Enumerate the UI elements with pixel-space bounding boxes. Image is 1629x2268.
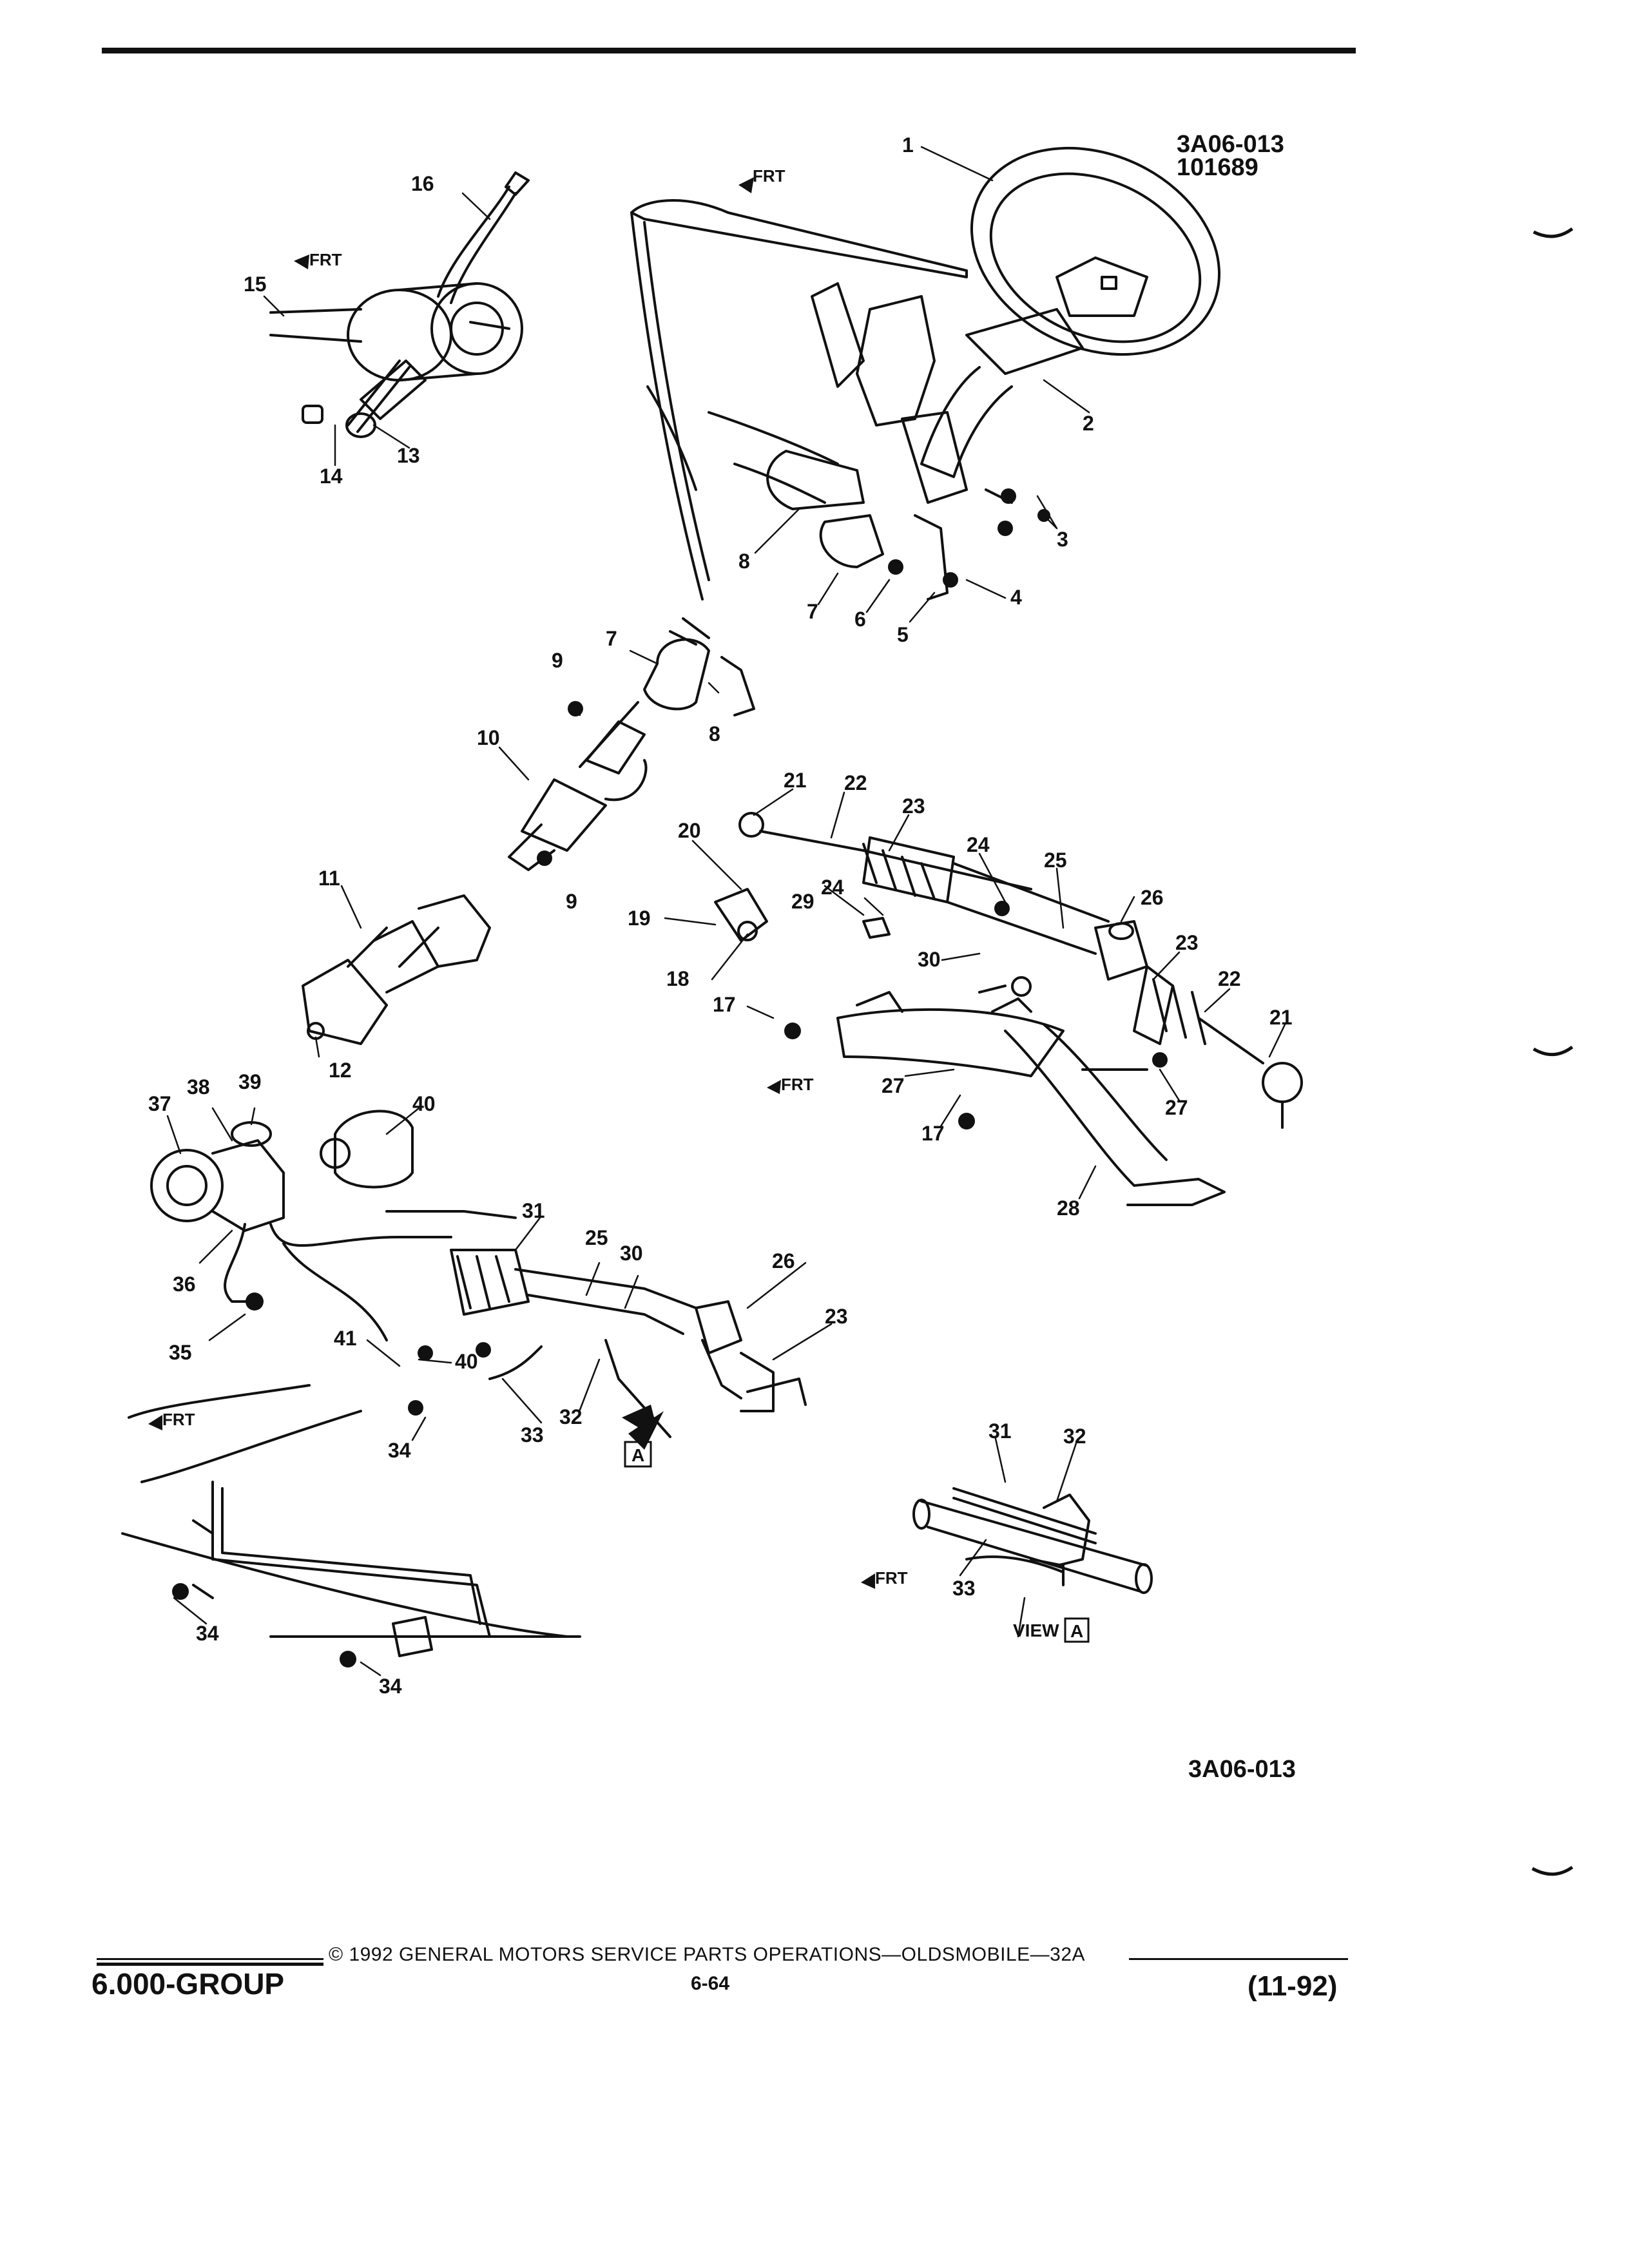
callout-10: 10	[477, 726, 500, 749]
callout-13: 13	[397, 444, 420, 467]
callout-8b: 8	[709, 722, 720, 745]
callout-27b: 27	[1165, 1096, 1188, 1119]
figure-ref-top: 3A06-013	[1177, 131, 1284, 158]
frt-label-4: FRT	[162, 1410, 195, 1429]
callout-5: 5	[897, 623, 909, 646]
copyright-line: © 1992 GENERAL MOTORS SERVICE PARTS OPER…	[329, 1944, 1086, 1965]
callout-29: 29	[791, 890, 815, 913]
callout-40b: 40	[455, 1350, 478, 1373]
callout-32b: 32	[1063, 1425, 1086, 1448]
callout-15: 15	[244, 273, 267, 296]
callout-24: 24	[967, 833, 990, 856]
callout-37: 37	[148, 1092, 171, 1115]
power-steering-pump-illustration	[121, 1110, 807, 1657]
callout-20: 20	[678, 819, 701, 842]
callout-1: 1	[902, 133, 914, 157]
page-number: 6-64	[691, 1973, 730, 1994]
steering-wheel-illustration	[630, 146, 1221, 601]
callout-23b: 23	[1175, 931, 1199, 954]
callout-28: 28	[1057, 1196, 1080, 1220]
callout-33b: 33	[952, 1577, 976, 1600]
callout-30: 30	[918, 948, 941, 971]
callout-31b: 31	[988, 1419, 1012, 1443]
view-a-box-caption	[1064, 1617, 1090, 1643]
callout-4: 4	[1010, 586, 1022, 609]
footer-rule-left	[97, 1958, 323, 1960]
callout-14: 14	[320, 465, 343, 488]
callout-40: 40	[412, 1092, 436, 1115]
callout-30b: 30	[620, 1242, 643, 1265]
intermediate-shaft-illustration	[302, 617, 755, 1045]
callout-9: 9	[552, 649, 563, 672]
frt-arrow-marks	[148, 177, 875, 1589]
callout-6: 6	[854, 608, 866, 631]
group-rule	[97, 1963, 323, 1966]
callout-35: 35	[169, 1341, 192, 1364]
callout-24b: 24	[821, 876, 844, 899]
top-rule	[102, 48, 1356, 53]
callout-34b: 34	[196, 1622, 219, 1645]
callout-19: 19	[628, 907, 651, 930]
callout-2: 2	[1083, 412, 1094, 435]
figure-date-code: 101689	[1177, 154, 1258, 181]
frt-label-5: FRT	[875, 1568, 908, 1588]
view-a-letter-caption: A	[1070, 1621, 1083, 1641]
callout-16: 16	[411, 172, 434, 195]
turn-signal-switch-illustration	[269, 171, 530, 438]
callout-12: 12	[329, 1059, 352, 1082]
callout-23: 23	[902, 794, 925, 818]
callout-41: 41	[334, 1327, 357, 1350]
callout-9b: 9	[566, 890, 577, 913]
callout-8: 8	[738, 550, 750, 573]
view-a-letter-main: A	[631, 1445, 644, 1465]
callout-7: 7	[807, 600, 818, 623]
group-label: 6.000-GROUP	[92, 1967, 285, 2001]
callout-26b: 26	[772, 1249, 795, 1273]
callout-32: 32	[559, 1405, 583, 1428]
frt-label-3: FRT	[781, 1075, 814, 1094]
figure-ref-bottom: 3A06-013	[1188, 1756, 1296, 1783]
callout-36: 36	[173, 1273, 196, 1296]
callout-3: 3	[1057, 528, 1068, 551]
callout-leader-lines	[166, 146, 1287, 1677]
callout-22: 22	[844, 771, 867, 794]
rack-and-pinion-illustration	[714, 812, 1303, 1206]
revision-date: (11-92)	[1248, 1970, 1338, 2002]
callout-34: 34	[388, 1439, 411, 1462]
footer-rule-right	[1129, 1958, 1348, 1960]
callout-27: 27	[882, 1074, 905, 1097]
view-a-box-main	[624, 1441, 652, 1468]
frt-label-1: FRT	[753, 166, 786, 186]
callout-34c: 34	[379, 1675, 402, 1698]
callout-38: 38	[187, 1075, 210, 1099]
callout-25: 25	[1044, 849, 1067, 872]
fastener-marks	[172, 488, 1168, 1667]
view-a-caption: VIEW	[1013, 1620, 1059, 1640]
callout-23c: 23	[825, 1305, 848, 1328]
callout-39: 39	[238, 1070, 262, 1093]
callout-21: 21	[784, 769, 807, 792]
callout-18: 18	[666, 967, 689, 990]
callout-17: 17	[713, 993, 736, 1016]
callout-7b: 7	[606, 627, 617, 650]
callout-numbers: 1 2 3 4 5 6 7 8 16 15 14 13 7 9 8 10 9 1…	[148, 133, 1293, 1698]
frt-label-2: FRT	[309, 250, 342, 269]
binding-marks	[1531, 227, 1574, 1876]
view-a-detail-illustration	[912, 1487, 1153, 1594]
callout-11: 11	[318, 867, 340, 890]
callout-17b: 17	[921, 1122, 945, 1145]
callout-31: 31	[522, 1199, 545, 1222]
callout-26: 26	[1141, 886, 1164, 909]
callout-25b: 25	[585, 1226, 608, 1249]
callout-21b: 21	[1269, 1006, 1293, 1029]
callout-22b: 22	[1218, 967, 1241, 990]
callout-33: 33	[521, 1423, 544, 1446]
